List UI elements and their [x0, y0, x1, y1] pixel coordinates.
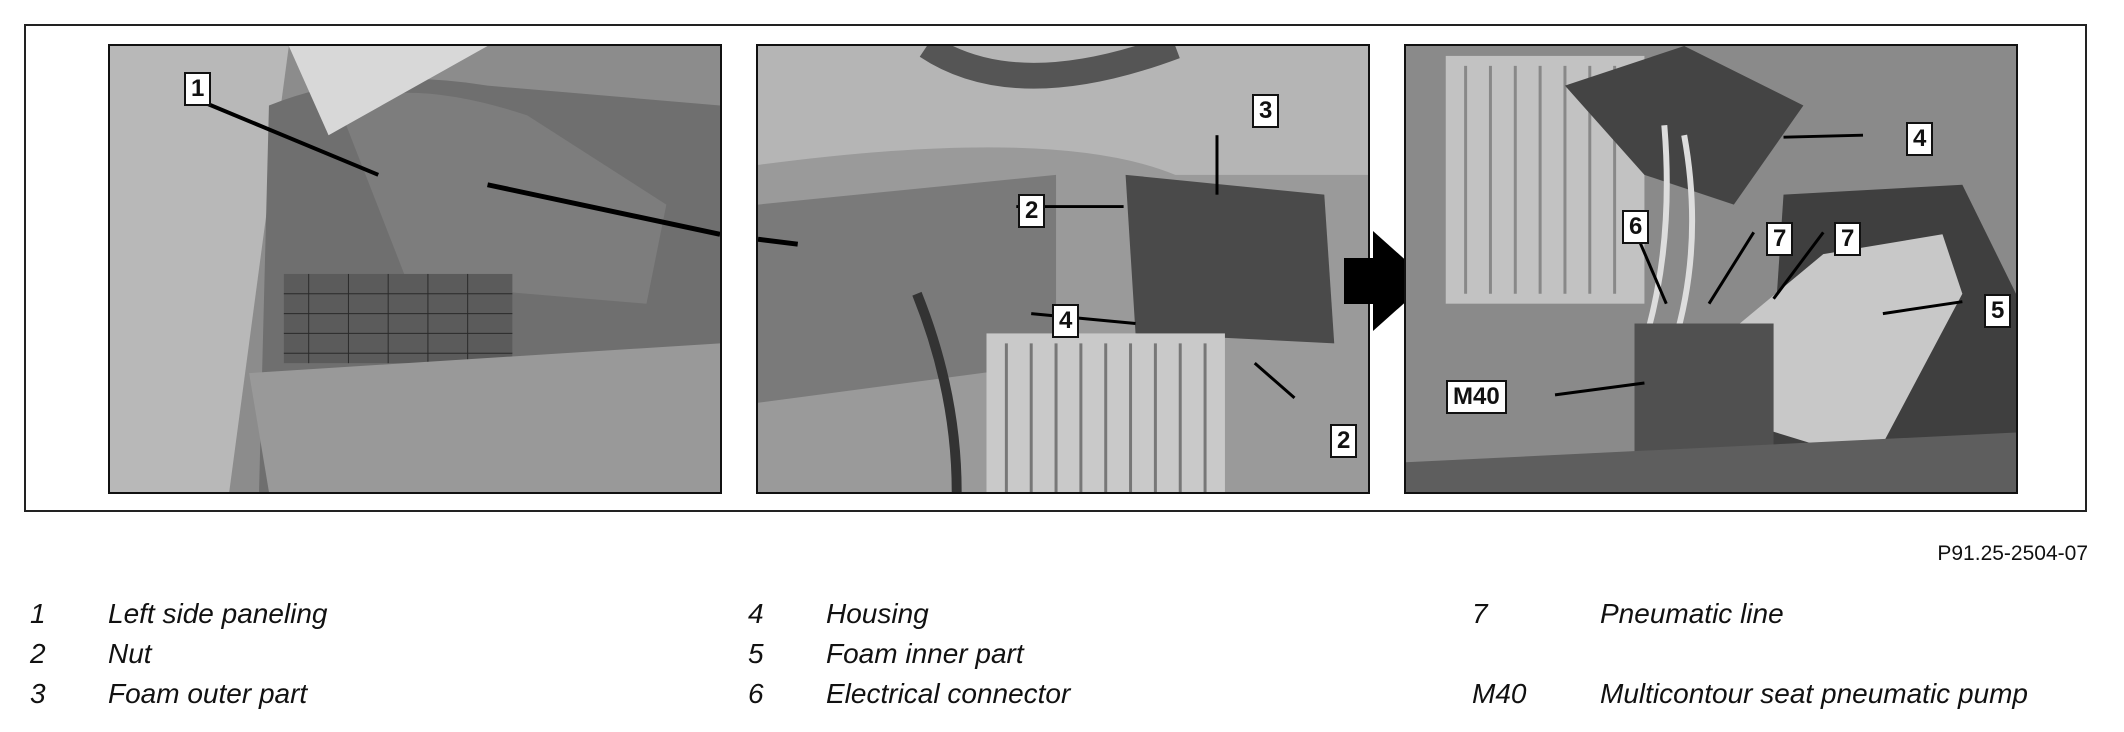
pump-photo-illustration: [1406, 46, 2016, 492]
callout-label: 1: [184, 72, 212, 106]
callout-label: 6: [1622, 210, 1650, 244]
callout-label: 7: [1766, 222, 1794, 256]
legend-number: 4: [748, 598, 764, 629]
callout-label: 5: [1984, 294, 2012, 328]
legend-description: Foam outer part: [108, 678, 308, 709]
callout-label: 4: [1052, 304, 1080, 338]
legend-description: Multicontour seat pneumatic pump: [1600, 678, 2028, 709]
callout-label: M40: [1446, 380, 1507, 414]
legend-description: Foam inner part: [826, 638, 1024, 669]
legend-description: Pneumatic line: [1600, 598, 1784, 629]
callout-label: 4: [1906, 122, 1934, 156]
callout-label: 3: [1252, 94, 1280, 128]
legend-number: 5: [748, 638, 764, 669]
callout-label: 7: [1834, 222, 1862, 256]
legend-number: 2: [30, 638, 46, 669]
legend-description: Electrical connector: [826, 678, 1071, 709]
trunk-photo-illustration: [110, 46, 720, 492]
callout-label: 2: [1330, 424, 1358, 458]
legend-description: Left side paneling: [108, 598, 328, 629]
legend-number: 6: [748, 678, 764, 709]
legend-description: Housing: [826, 598, 929, 629]
figure-reference: P91.25-2504-07: [1937, 542, 2088, 565]
legend-number: M40: [1472, 678, 1527, 709]
legend-number: 3: [30, 678, 46, 709]
photo-panel-pump: [1404, 44, 2018, 494]
photo-panel-trunk: [108, 44, 722, 494]
arrow-stem: [1344, 258, 1376, 304]
legend-description: Nut: [108, 638, 152, 669]
legend-number: 7: [1472, 598, 1488, 629]
figure-frame: 1 3 2 4 2: [24, 24, 2087, 512]
legend-number: 1: [30, 598, 46, 629]
callout-label: 2: [1018, 194, 1046, 228]
